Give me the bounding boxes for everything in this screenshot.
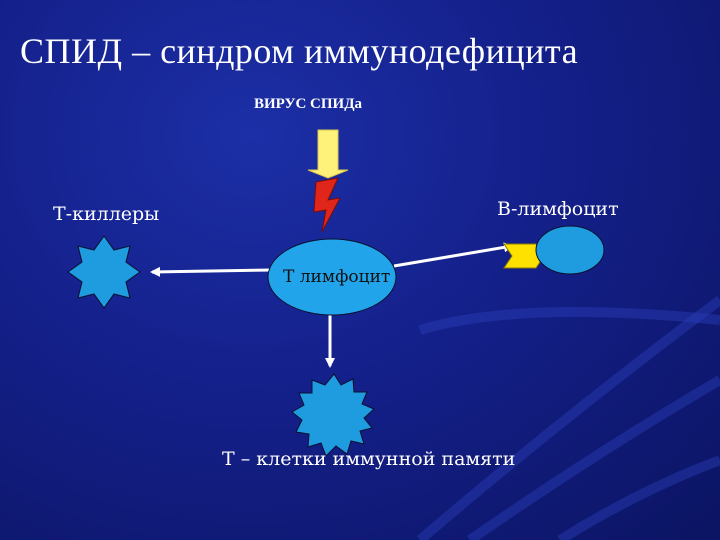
memory-cells-label: Т – клетки иммунной памяти [222, 448, 516, 470]
arrow-to-t-killers [150, 266, 273, 277]
b-lymphocyte-marker [503, 243, 545, 269]
memory-t-cell [291, 373, 375, 457]
virus-label: ВИРУС СПИДа [254, 96, 363, 112]
t-lymphocyte-label: Т лимфоцит [283, 267, 391, 287]
virus-arrow [307, 129, 349, 179]
background-decoration [416, 296, 720, 540]
t-killer-cell [67, 235, 141, 309]
arrow-to-b-lymphocyte [393, 242, 514, 268]
b-lymphocyte-label: В-лимфоцит [497, 198, 619, 220]
t-lymphocyte-cell [267, 238, 397, 316]
page-title: СПИД – синдром иммунодефицита [20, 31, 579, 71]
lightning-bolt [313, 177, 341, 233]
t-killers-label: Т-киллеры [53, 203, 160, 225]
b-lymphocyte-cell [535, 225, 605, 275]
